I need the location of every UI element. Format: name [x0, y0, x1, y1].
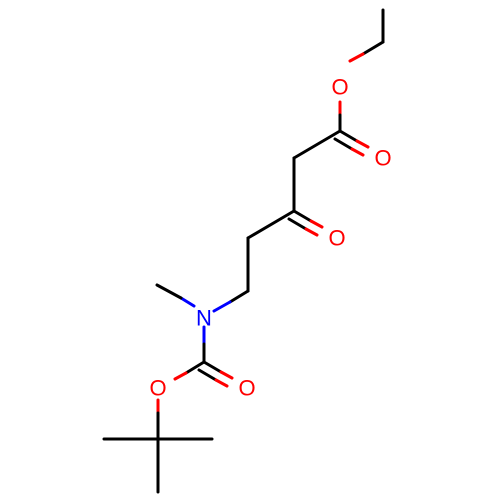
n-methyl-bond-c — [155, 283, 183, 300]
carbamate-c-o-single-bond-o — [173, 371, 188, 381]
ketone-oxygen-label: O — [328, 226, 345, 251]
ketone-double-bond-2-c — [287, 217, 308, 231]
ketone-double-bond-1-c — [292, 209, 313, 223]
ester-c-o-double-bond-2-o — [350, 147, 365, 157]
ch2-n-bond-c — [228, 289, 250, 304]
ester-c-o-double-bond-1-c — [338, 129, 359, 143]
atom-label-layer: O O O N O O — [149, 75, 391, 401]
carbamate-c-o-double-bond-2-o — [214, 378, 229, 388]
ester-ether-oxygen-label: O — [331, 75, 348, 100]
ketone-c-ch2-bond — [246, 209, 296, 240]
n-methyl-bond-n — [179, 296, 196, 308]
ester-c-alpha-ch2-bond — [292, 129, 342, 160]
ethyl-ch2-o-bond-c — [361, 40, 385, 56]
ketone-double-bond-2-o — [304, 227, 319, 237]
ch2-n-bond-n — [212, 300, 232, 313]
carbamate-c-o-single-bond-c — [184, 360, 206, 375]
carbamate-ether-oxygen-label: O — [149, 376, 166, 401]
ethyl-ch2-o-bond-o — [348, 52, 365, 63]
carbamate-c-o-double-bond-2-c — [197, 368, 218, 382]
ketone-double-bond-1-o — [309, 219, 324, 229]
carbamate-carbonyl-oxygen-label: O — [238, 376, 255, 401]
carbamate-c-o-double-bond-1-c — [202, 360, 223, 374]
amine-nitrogen-label: N — [196, 306, 212, 331]
carbamate-c-o-double-bond-1-o — [219, 370, 234, 380]
bond-layer — [102, 8, 385, 494]
ester-carbonyl-oxygen-label: O — [374, 146, 391, 171]
ester-c-o-double-bond-1-o — [355, 139, 370, 149]
ester-c-o-double-bond-2-c — [333, 137, 354, 151]
